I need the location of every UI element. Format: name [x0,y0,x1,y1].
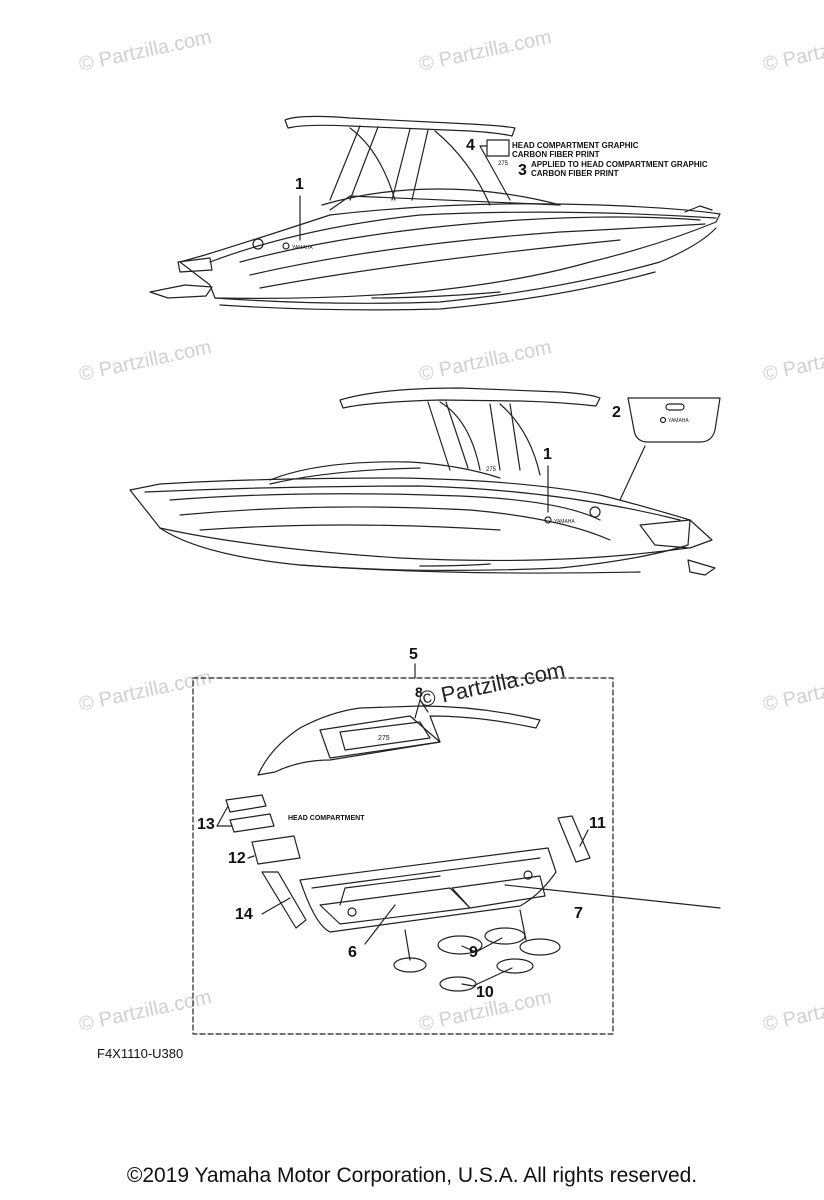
label-model-275-mid: 275 [486,467,497,473]
callout-1-mid: 1 [543,446,552,463]
callout-14: 14 [235,906,253,923]
diagram-code: F4X1110-U380 [97,1046,184,1061]
callout-5: 5 [409,646,418,663]
label-head-compartment: HEAD COMPARTMENT [288,815,365,822]
brand-logo-top: YAMAHA [292,245,313,251]
label-head-graphic: HEAD COMPARTMENT GRAPHIC CARBON FIBER PR… [512,141,639,159]
callout-2: 2 [612,404,621,421]
callout-3: 3 [518,162,527,179]
boat-top-view: YAMAHA [149,115,721,311]
callout-9: 9 [469,944,478,961]
callout-13: 13 [197,816,215,833]
callout-7: 7 [574,905,583,922]
boat-side-view: YAMAHA [129,387,716,576]
brand-logo-mid: YAMAHA [554,519,575,525]
callout-6: 6 [348,944,357,961]
label-applied: APPLIED TO HEAD COMPARTMENT GRAPHIC CARB… [531,160,708,178]
callout-1-top: 1 [295,176,304,193]
copyright-notice: ©2019 Yamaha Motor Corporation, U.S.A. A… [126,1164,698,1187]
brand-logo-decal: YAMAHA [668,418,689,424]
label-model-275-top: 275 [498,161,509,167]
label-model-275-detail: 275 [378,735,390,742]
callout-8: 8 [415,684,423,700]
callout-10: 10 [476,984,494,1001]
head-compartment-top [257,699,541,776]
callout-4: 4 [466,137,475,154]
head-compartment-body [299,847,557,933]
callout-11: 11 [589,815,606,832]
callout-12: 12 [228,850,246,867]
